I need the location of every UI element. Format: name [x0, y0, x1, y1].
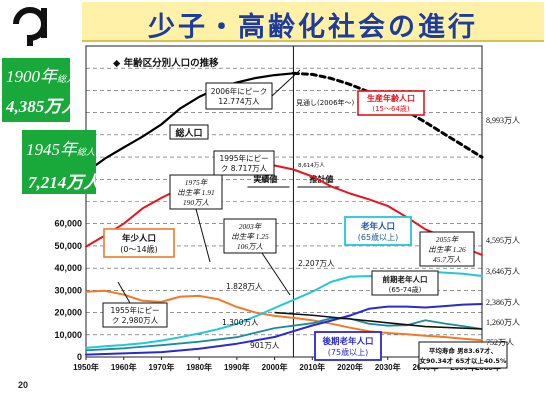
projected-label: 推計値	[309, 174, 333, 184]
peak-1995-box	[213, 150, 275, 176]
x-tick-label: 1980年	[186, 362, 212, 372]
elderly-label: 老年人口	[360, 221, 395, 232]
birth-2003-box	[223, 218, 277, 254]
value-2207: 2.207万人	[298, 259, 335, 268]
peak-1995-label: 1995年にピー	[219, 153, 268, 163]
y-tick-label: 50,000	[54, 241, 82, 251]
green-box-year: 1945年	[26, 140, 77, 159]
birth-1975-births: 190万人	[183, 198, 210, 207]
birth-1975-rate: 出生率 1.91	[177, 188, 215, 197]
right-edge-value: 3,646万人	[486, 267, 520, 276]
youth-label-box	[103, 228, 175, 258]
actual-label: 実績値	[253, 174, 277, 184]
logo-icon	[13, 7, 47, 46]
series-line-late_elderly	[85, 303, 483, 356]
elderly-range: (65歳以上)	[358, 232, 398, 242]
value-1828: 1.828万人	[226, 282, 263, 291]
green-box-pop: 4,385万人	[6, 97, 79, 116]
green-box-pop: 7,214万人	[28, 173, 101, 192]
x-tick-label: 1990年	[224, 362, 250, 372]
youth-label: 年少人口	[122, 233, 156, 244]
life-expectancy-line1: 平均寿命 男83.67才、	[429, 346, 497, 355]
peak-2006-box	[205, 82, 273, 110]
life-expectancy-line2: 女90.34才 65才以上40.5%	[420, 356, 507, 365]
birth-1975-box	[169, 174, 223, 210]
outlook-label: 見通し(2006年～)	[296, 98, 355, 107]
peak-1955-pointer	[117, 281, 131, 304]
y-tick-label: 30,000	[54, 285, 82, 295]
birth-2003-pointer	[261, 252, 291, 296]
peak-1955-value: ク 2,980万人	[112, 316, 159, 325]
value-901: 901万人	[250, 341, 280, 350]
youth-range: (0～14歳)	[120, 244, 158, 254]
early-elderly-label: 前期老年人口	[383, 274, 428, 284]
y-tick-label: 60,000	[54, 219, 82, 229]
value-1300: 1.300万人	[222, 318, 259, 327]
y-tick-label: 10,000	[54, 330, 82, 340]
peak-1955-box	[102, 302, 168, 328]
right-edge-value: 8,993万人	[486, 116, 520, 125]
green-box-small: 総人口	[57, 74, 85, 84]
early-elderly-range: (65-74歳)	[389, 285, 422, 294]
peak-2006-pointer	[271, 69, 301, 97]
x-tick-label: 2000年	[262, 362, 288, 372]
green-box-small: 総人口	[77, 147, 105, 157]
birth-1975-pointer	[195, 208, 211, 263]
chart-subtitle: ◆ 年齢区分別人口の推移	[113, 57, 219, 69]
birth-1975-year: 1975年	[185, 178, 209, 187]
series-line-early_elderly	[85, 317, 483, 352]
y-tick-label: 0	[77, 352, 82, 362]
birth-2003-births: 106万人	[237, 242, 264, 251]
birth-2055-year: 2055年	[436, 235, 460, 244]
right-edge-value: 752万人	[486, 338, 514, 347]
total-label: 総人口	[175, 127, 202, 139]
green-box-1945: 1945年総人口 7,214万人	[22, 130, 104, 194]
series-line-early-elderly-dark	[274, 311, 483, 330]
right-edge-value: 1,260万人	[486, 318, 520, 327]
series-line-youth	[85, 289, 483, 342]
title-banner: 少子・高齢化社会の進行	[82, 2, 544, 43]
right-edge-value: 4,595万人	[486, 236, 520, 245]
y-tick-label: 20,000	[54, 308, 82, 318]
green-box-1900: 1900年総人口 4,385万人	[2, 58, 84, 122]
late-elderly-range: (75歳以上)	[328, 347, 368, 357]
peak-2006-value: 12.774万人	[218, 97, 260, 106]
working-age-label: 生産年齢人口	[367, 93, 415, 103]
early-elderly-label-box	[371, 270, 439, 296]
birth-2003-rate: 出生率 1.25	[231, 232, 269, 241]
late-elderly-label: 後期老年人口	[322, 336, 373, 347]
peak-1995-value: ク 8.717万人	[221, 164, 268, 173]
series-line-working	[85, 162, 483, 256]
birth-2055-box	[419, 231, 475, 267]
elderly-label-box	[344, 216, 412, 246]
life-expectancy-box	[418, 341, 508, 369]
peak-1955-label: 1955年にピー	[110, 305, 159, 315]
working-age-label-box	[357, 90, 425, 116]
late-elderly-label-box	[314, 331, 382, 361]
page-title: 少子・高齢化社会の進行	[148, 12, 478, 43]
green-box-year: 1900年	[6, 67, 57, 86]
x-tick-label: 2010年	[299, 362, 325, 372]
working-age-range: (15～64歳)	[372, 104, 410, 113]
x-tick-label: 1960年	[111, 362, 137, 372]
total-label-box	[169, 124, 209, 140]
x-tick-label: 1950年	[73, 362, 99, 372]
x-tick-label: 1970年	[149, 362, 175, 372]
peak-2006-label: 2006年にピーク	[211, 86, 268, 96]
y-tick-label: 40,000	[54, 263, 82, 273]
right-edge-value: 2,386万人	[486, 298, 520, 307]
x-tick-label: 2030年	[375, 362, 401, 372]
birth-2055-births: 45.7万人	[433, 255, 462, 264]
page-number: 20	[18, 380, 29, 390]
birth-2003-year: 2003年	[239, 222, 263, 231]
birth-2055-rate: 出生率 1.26	[428, 245, 466, 254]
value-8614: 8,614万人	[298, 162, 325, 169]
plot-frame	[85, 45, 483, 358]
series-line-total	[84, 72, 295, 174]
x-tick-label: 2020年	[337, 362, 363, 372]
